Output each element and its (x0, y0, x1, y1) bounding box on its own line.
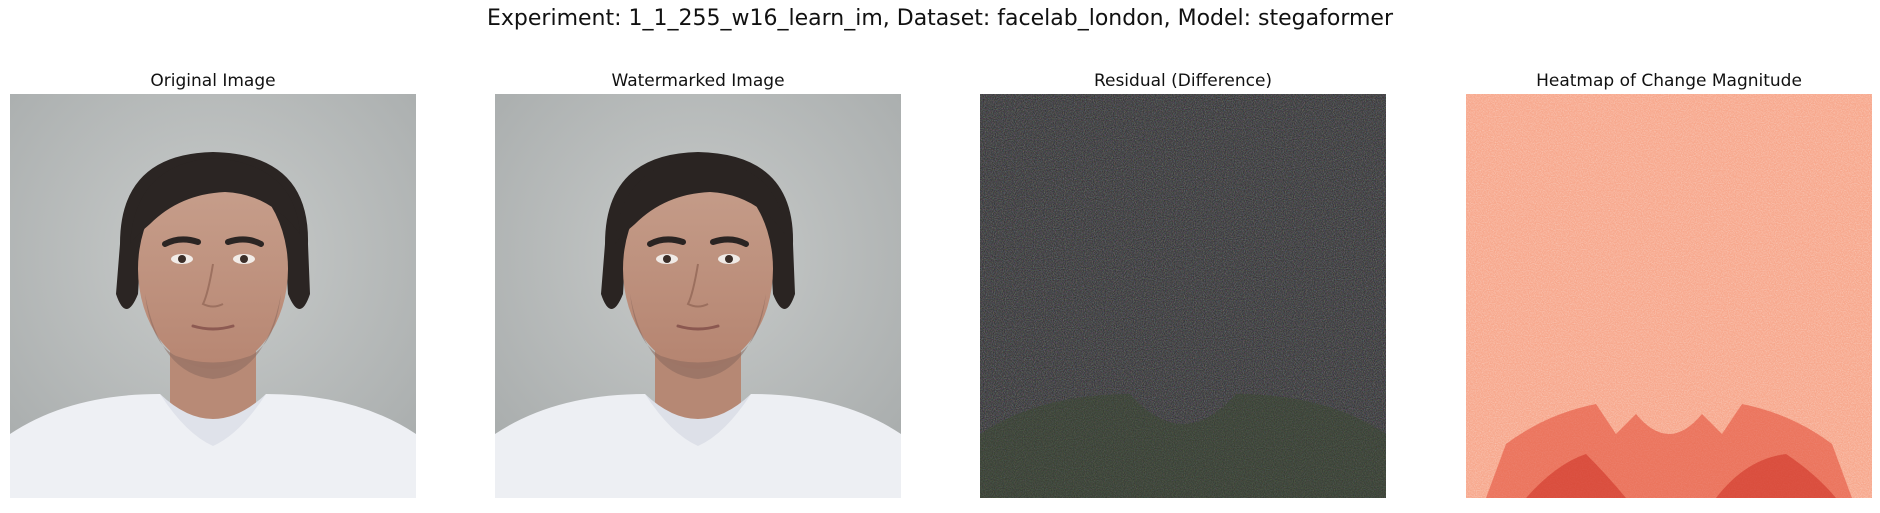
watermarked-image (495, 94, 901, 498)
portrait-photo-icon (495, 94, 901, 498)
heatmap-image (1466, 94, 1872, 498)
portrait-photo-icon (10, 94, 416, 498)
panel-residual: Residual (Difference) (980, 70, 1386, 498)
panel-title-residual: Residual (Difference) (1093, 71, 1273, 91)
panel-title-heatmap: Heatmap of Change Magnitude (1536, 71, 1802, 91)
panel-watermarked: Watermarked Image (495, 70, 901, 498)
figure-title: Experiment: 1_1_255_w16_learn_im, Datase… (487, 6, 1393, 31)
panel-original: Original Image (10, 70, 416, 498)
heatmap-image-icon (1466, 94, 1872, 498)
panel-title-original: Original Image (150, 71, 276, 91)
panel-heatmap: Heatmap of Change Magnitude (1466, 70, 1872, 498)
residual-image (980, 94, 1386, 498)
noise-image-icon (980, 94, 1386, 498)
original-image (10, 94, 416, 498)
panel-title-watermarked: Watermarked Image (611, 71, 785, 91)
